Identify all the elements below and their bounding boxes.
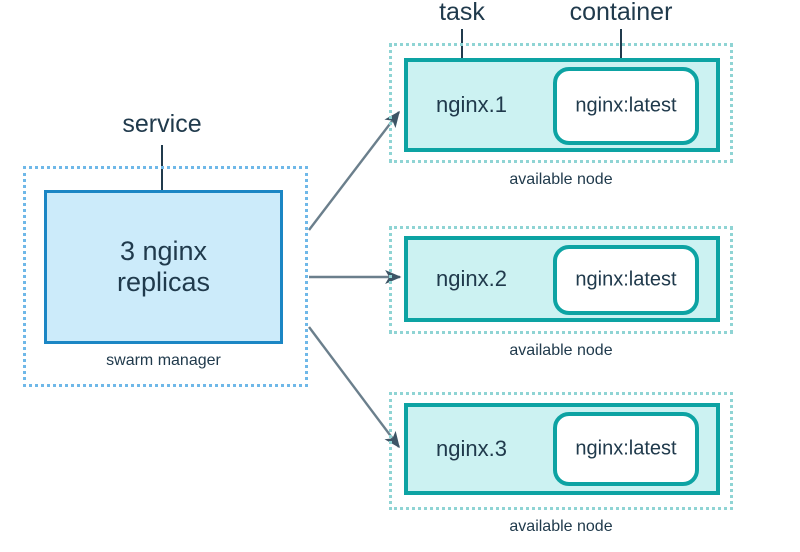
node-caption-3: available node	[509, 518, 613, 535]
container-image-label-3: nginx:latest	[575, 437, 677, 460]
arrow-service-to-node-3	[308, 326, 400, 449]
task-box-1[interactable]: nginx.1 nginx:latest	[404, 58, 720, 152]
task-box-2[interactable]: nginx.2 nginx:latest	[404, 236, 720, 322]
node-boundary-3	[389, 392, 733, 510]
node-caption-1: available node	[509, 171, 613, 188]
task-label-3: nginx.3	[436, 436, 507, 461]
container-box-3[interactable]: nginx:latest	[553, 412, 699, 486]
service-box[interactable]: 3 nginx replicas	[44, 190, 283, 344]
container-image-label-1: nginx:latest	[575, 94, 677, 117]
container-image-label-2: nginx:latest	[575, 268, 677, 291]
swarm-manager-boundary	[23, 166, 308, 387]
annotation-task: task	[439, 0, 485, 26]
task-label-1: nginx.1	[436, 92, 507, 117]
task-label-2: nginx.2	[436, 266, 507, 291]
container-box-2[interactable]: nginx:latest	[553, 245, 699, 315]
swarm-manager-caption: swarm manager	[106, 352, 221, 369]
service-replicas-line2: replicas	[116, 267, 211, 297]
node-caption-2: available node	[509, 342, 613, 359]
node-boundary-1	[389, 43, 733, 163]
annotation-container: container	[569, 0, 673, 26]
node-boundary-2	[389, 226, 733, 334]
annotation-service: service	[122, 110, 202, 138]
arrow-service-to-node-1	[308, 110, 400, 231]
service-replicas-line1: 3 nginx	[119, 235, 208, 266]
service-box-text: 3 nginx replicas	[47, 236, 280, 298]
task-box-3[interactable]: nginx.3 nginx:latest	[404, 403, 720, 495]
container-box-1[interactable]: nginx:latest	[553, 67, 699, 145]
